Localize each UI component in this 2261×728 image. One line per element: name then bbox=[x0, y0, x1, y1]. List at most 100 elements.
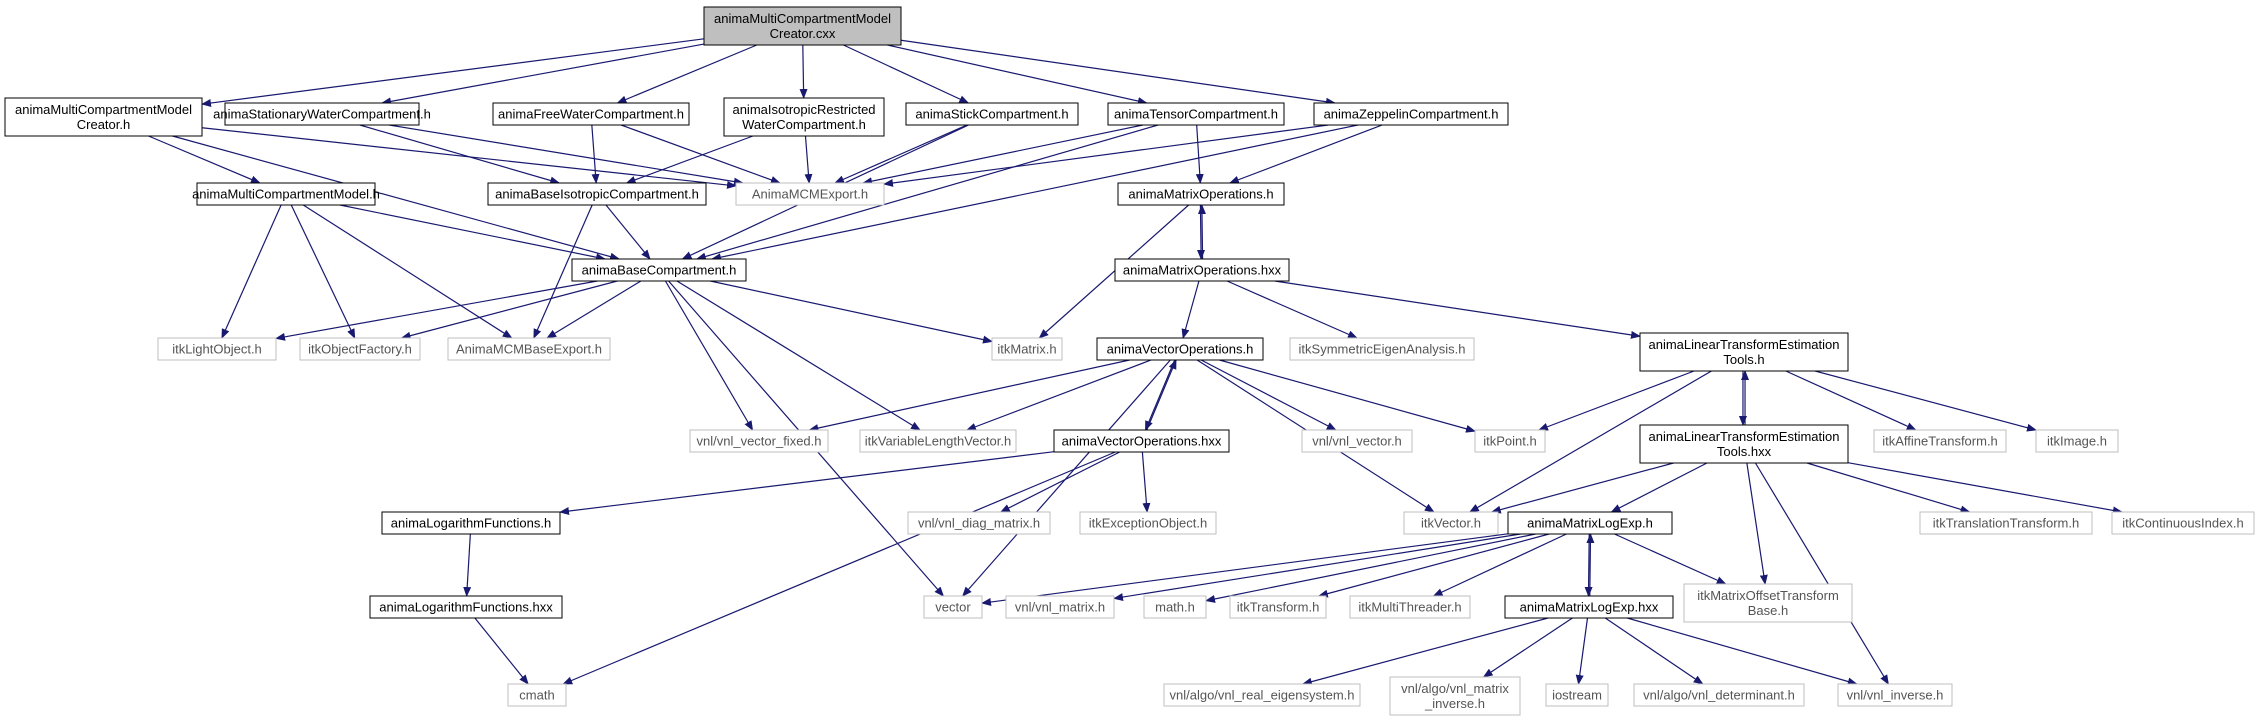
edge-freeWater-to-mcmExport bbox=[620, 124, 781, 184]
edge-root-to-isoRestricted bbox=[799, 44, 808, 99]
node-mcmExport: AnimaMCMExport.h bbox=[735, 182, 885, 206]
node-box bbox=[689, 429, 829, 453]
node-label: animaTensorCompartment.h bbox=[1114, 107, 1278, 122]
node-label: animaFreeWaterCompartment.h bbox=[498, 107, 684, 122]
node-label: itkObjectFactory.h bbox=[308, 342, 412, 357]
edge-baseComp-to-objFactory bbox=[400, 280, 618, 340]
node-objFactory: itkObjectFactory.h bbox=[299, 337, 421, 361]
node-determinant: vnl/algo/vnl_determinant.h bbox=[1633, 683, 1805, 707]
node-box bbox=[507, 683, 567, 707]
edge-stationary-to-baseIso bbox=[359, 124, 561, 185]
edge-matLogExpHxx-to-iostream bbox=[1575, 617, 1589, 685]
node-baseComp[interactable]: animaBaseCompartment.h bbox=[571, 258, 747, 282]
node-tensor[interactable]: animaTensorCompartment.h bbox=[1107, 102, 1285, 126]
edge-root-to-mcmCreatorH bbox=[201, 38, 705, 107]
node-label: itkPoint.h bbox=[1483, 434, 1536, 449]
edge-logFuncHxx-to-cmath bbox=[474, 617, 529, 685]
node-itkImage: itkImage.h bbox=[2035, 429, 2119, 453]
node-box bbox=[381, 511, 561, 535]
node-label: itkVector.h bbox=[1421, 516, 1481, 531]
node-mcmBaseExport: AnimaMCMBaseExport.h bbox=[447, 337, 611, 361]
node-label: WaterCompartment.h bbox=[742, 117, 866, 132]
node-label: animaBaseIsotropicCompartment.h bbox=[495, 187, 699, 202]
node-label: Tools.h bbox=[1723, 352, 1764, 367]
node-box bbox=[1053, 429, 1230, 453]
edge-vecOpsH-to-itkPoint bbox=[1219, 359, 1476, 433]
node-label: iostream bbox=[1552, 688, 1602, 703]
edge-vecOpsHxx-to-excObj bbox=[1141, 451, 1151, 513]
node-stationary[interactable]: animaStationaryWaterCompartment.h bbox=[213, 102, 431, 126]
node-zeppelin[interactable]: animaZeppelinCompartment.h bbox=[1313, 102, 1509, 126]
node-label: itkMatrix.h bbox=[997, 342, 1056, 357]
node-logFuncH[interactable]: animaLogarithmFunctions.h bbox=[381, 511, 561, 535]
node-box bbox=[1504, 595, 1674, 619]
node-vecOpsHxx[interactable]: animaVectorOperations.hxx bbox=[1053, 429, 1230, 453]
edge-vecOpsH-to-vnlVecFixed bbox=[808, 359, 1130, 432]
node-label: animaLinearTransformEstimation bbox=[1649, 429, 1840, 444]
node-label: Base.h bbox=[1748, 603, 1788, 618]
edge-stationary-to-mcmExport bbox=[389, 124, 744, 186]
node-box bbox=[369, 595, 563, 619]
node-box bbox=[1837, 683, 1953, 707]
node-logFuncHxx[interactable]: animaLogarithmFunctions.hxx bbox=[369, 595, 563, 619]
edge-matLogExpHxx-to-matInverse bbox=[1482, 617, 1573, 678]
node-label: Creator.cxx bbox=[770, 26, 836, 41]
edge-mcmH-to-baseComp bbox=[339, 204, 606, 262]
node-box bbox=[1107, 102, 1285, 126]
node-vnlVector: vnl/vnl_vector.h bbox=[1301, 429, 1413, 453]
node-label: itkTranslationTransform.h bbox=[1933, 516, 2079, 531]
node-label: AnimaMCMBaseExport.h bbox=[456, 342, 602, 357]
node-box bbox=[735, 182, 885, 206]
node-matOpsH[interactable]: animaMatrixOperations.h bbox=[1117, 182, 1285, 206]
node-box bbox=[2111, 511, 2255, 535]
node-box bbox=[1163, 683, 1361, 707]
node-freeWater[interactable]: animaFreeWaterCompartment.h bbox=[492, 102, 690, 126]
node-box bbox=[923, 595, 983, 619]
node-cmath: cmath bbox=[507, 683, 567, 707]
edge-linTransH-to-itkVector bbox=[1468, 370, 1712, 513]
node-label: itkImage.h bbox=[2047, 434, 2107, 449]
node-label: animaIsotropicRestricted bbox=[732, 102, 875, 117]
node-label: Creator.h bbox=[77, 117, 130, 132]
edge-baseComp-to-itkMatrix bbox=[710, 280, 993, 344]
node-label: math.h bbox=[1155, 600, 1195, 615]
edge-linTransHxx-to-matLogExpH bbox=[1610, 462, 1708, 513]
edge-tensor-to-mcmExport bbox=[862, 124, 1144, 186]
node-box bbox=[859, 429, 1017, 453]
edge-isoRestricted-to-mcmExport bbox=[804, 135, 813, 184]
node-matLogExpHxx[interactable]: animaMatrixLogExp.hxx bbox=[1504, 595, 1674, 619]
node-mcmH[interactable]: animaMultiCompartmentModel.h bbox=[192, 182, 380, 206]
node-label: animaMatrixLogExp.hxx bbox=[1520, 600, 1659, 615]
edge-linTransH-to-itkPoint bbox=[1537, 370, 1695, 431]
edge-linTransHxx-to-contIndex bbox=[1847, 462, 2123, 515]
node-matLogExpH[interactable]: animaMatrixLogExp.h bbox=[1507, 511, 1673, 535]
node-box bbox=[1873, 429, 2007, 453]
node-box bbox=[1683, 583, 1853, 623]
node-isoRestricted[interactable]: animaIsotropicRestrictedWaterCompartment… bbox=[723, 97, 885, 137]
node-label: animaLinearTransformEstimation bbox=[1649, 337, 1840, 352]
node-varLenVec: itkVariableLengthVector.h bbox=[859, 429, 1017, 453]
node-label: vnl/algo/vnl_determinant.h bbox=[1643, 688, 1795, 703]
edge-linTransHxx-to-matOffset bbox=[1746, 462, 1768, 585]
node-vecOpsH[interactable]: animaVectorOperations.h bbox=[1096, 337, 1264, 361]
node-stick[interactable]: animaStickCompartment.h bbox=[905, 102, 1079, 126]
node-baseIso[interactable]: animaBaseIsotropicCompartment.h bbox=[487, 182, 707, 206]
edge-linTransH-to-itkImage bbox=[1814, 370, 2037, 432]
node-label: Tools.hxx bbox=[1717, 444, 1772, 459]
edge-baseComp-to-vnlVecFixed bbox=[664, 280, 754, 431]
node-label: vector bbox=[935, 600, 971, 615]
node-box bbox=[723, 97, 885, 137]
node-label: itkTransform.h bbox=[1237, 600, 1320, 615]
node-itkTransform: itkTransform.h bbox=[1229, 595, 1327, 619]
node-itkVector: itkVector.h bbox=[1403, 511, 1499, 535]
node-box bbox=[1096, 337, 1264, 361]
node-matOpsHxx[interactable]: animaMatrixOperations.hxx bbox=[1114, 258, 1290, 282]
edge-matOpsH-to-matOpsHxx bbox=[1197, 204, 1206, 260]
edge-root-to-stick bbox=[843, 44, 970, 104]
node-vnlDiag: vnl/vnl_diag_matrix.h bbox=[907, 511, 1051, 535]
